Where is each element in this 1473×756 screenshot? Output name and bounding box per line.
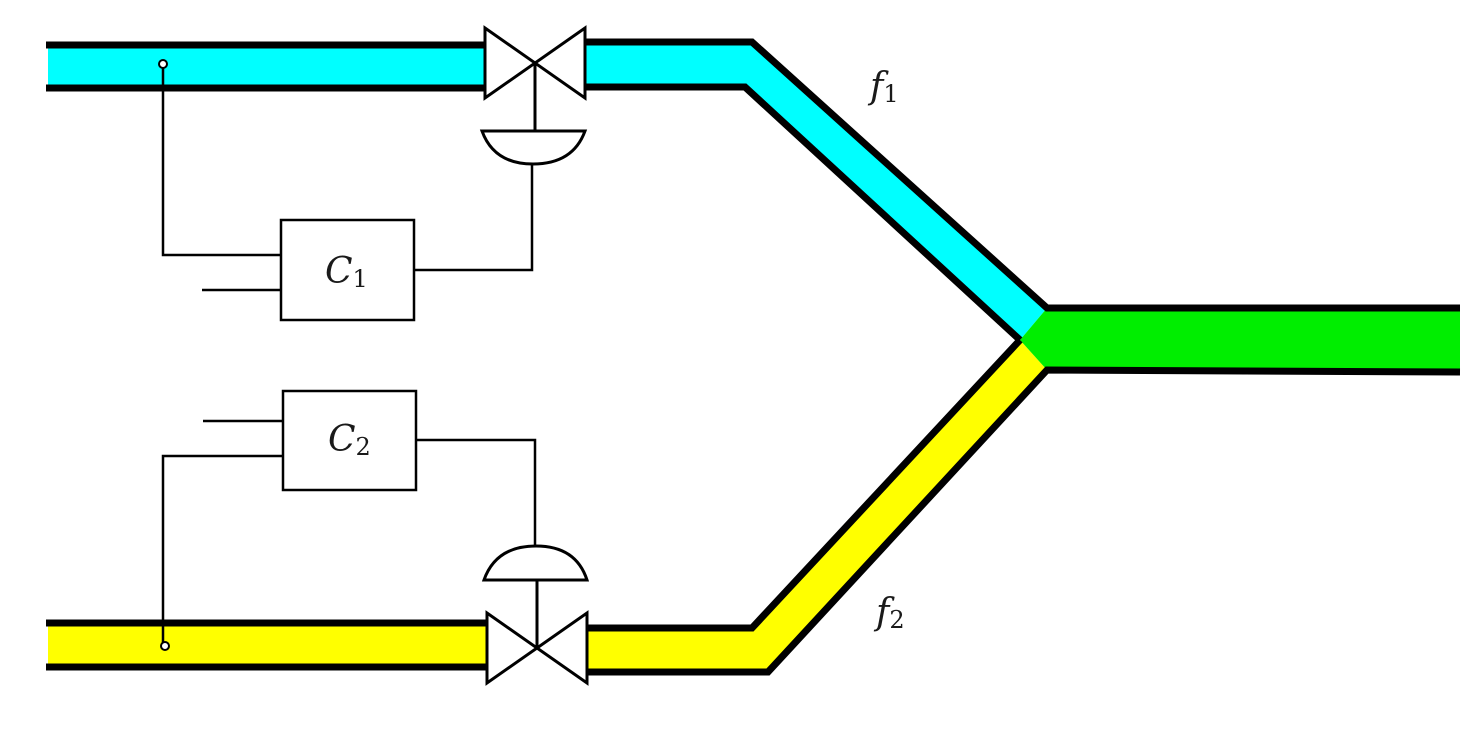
controller-c2-label: C2 (328, 419, 371, 461)
controller-1-output-line (414, 164, 534, 272)
stream-2-outlet-top-wall (588, 337, 1023, 632)
stream-2-outlet-pipe (588, 340, 1047, 672)
flow-label-f2: f2 (873, 592, 905, 634)
sensor-1-signal-line (161, 64, 281, 257)
controller-1-wiring (161, 64, 534, 292)
valve-1-actuator (479, 129, 588, 166)
pipe-fills (48, 42, 1460, 672)
stream-2-outlet-bottom-wall (588, 366, 1461, 676)
stream-1-outlet-bottom-wall (586, 83, 1023, 343)
sensor-2-signal-line (161, 454, 283, 646)
stream-2-inlet-pipe (48, 623, 486, 667)
controller-c1-label: C1 (325, 251, 368, 293)
pipe-walls (46, 38, 1461, 676)
valve-2-actuator (481, 544, 590, 582)
controller-c1[interactable]: C1 (279, 218, 416, 322)
controller-2-wiring (161, 419, 537, 646)
stream-1-inlet-pipe (48, 45, 484, 88)
control-valve-1[interactable] (479, 25, 588, 166)
flow-sensor-1 (158, 59, 168, 69)
control-valve-2[interactable] (481, 544, 590, 686)
mixed-outlet-pipe (1020, 308, 1460, 372)
controller-c1-box (279, 218, 416, 322)
controller-c2-box (281, 389, 418, 492)
valve-2-body (485, 610, 589, 686)
flow-sensor-2 (160, 641, 170, 651)
flow-label-f1: f1 (867, 66, 899, 108)
controller-2-output-line (416, 438, 537, 546)
stream-1-outlet-top-wall (586, 38, 1460, 312)
controller-c2[interactable]: C2 (281, 389, 418, 492)
